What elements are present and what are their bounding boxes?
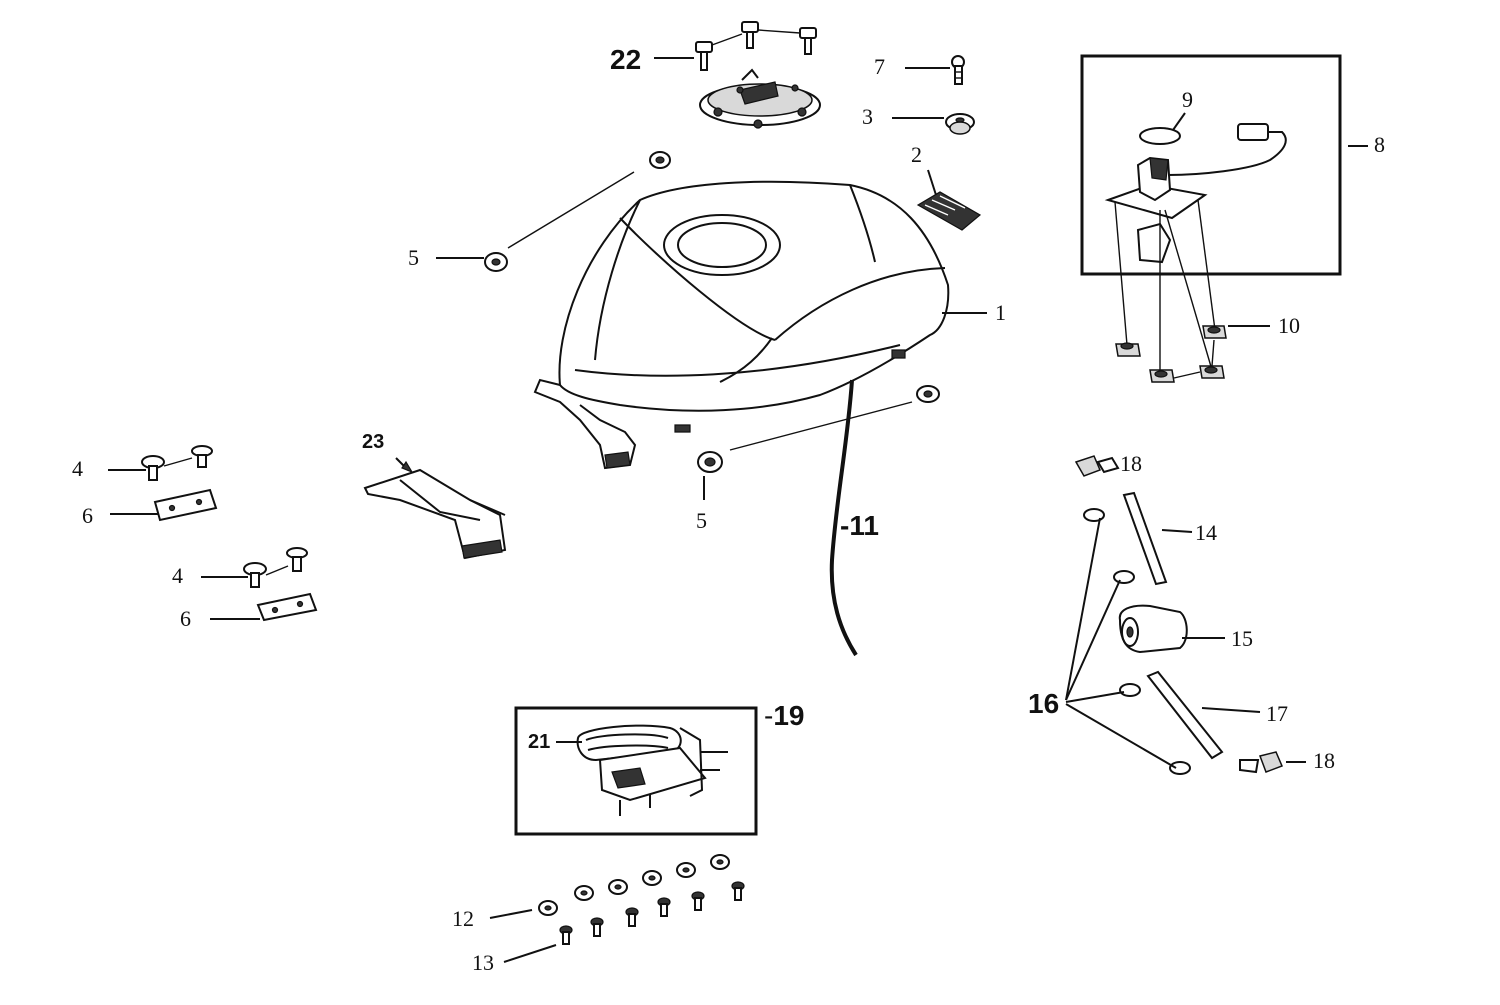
callout-12: 12	[452, 906, 474, 931]
callout-5-upper: 5	[408, 245, 419, 270]
callout-5-lower: 5	[696, 508, 707, 533]
hose-clip-18-top	[1074, 455, 1120, 477]
callout-2: 2	[911, 142, 922, 167]
callout-18-lower: 18	[1313, 748, 1335, 773]
fuel-cap	[699, 68, 821, 129]
fuel-pump-box	[1080, 54, 1342, 276]
washers-12	[538, 854, 730, 916]
callout-16: 16	[1028, 688, 1060, 719]
callout-4-upper: 4	[72, 456, 83, 481]
callout-4-lower: 4	[172, 563, 183, 588]
callout-8: 8	[1374, 132, 1385, 157]
callout-14: 14	[1195, 520, 1217, 545]
fuel-filter-15	[1118, 604, 1188, 654]
cap-bolts	[695, 21, 817, 71]
pump-mount-nuts	[1114, 199, 1227, 383]
canister-19	[576, 724, 728, 816]
fuel-pump	[1104, 123, 1287, 264]
callout-15: 15	[1231, 626, 1253, 651]
bolts-13	[559, 881, 745, 945]
hose-17	[1146, 670, 1224, 760]
hose-clip-18-bottom	[1239, 751, 1283, 774]
callout-6-lower: 6	[180, 606, 191, 631]
callout-7: 7	[874, 54, 885, 79]
bolts-plates-top	[141, 445, 218, 522]
fuel-hose-11	[829, 379, 858, 657]
callout-6-upper: 6	[82, 503, 93, 528]
callout-18-upper: 18	[1120, 451, 1142, 476]
canister-box	[514, 706, 758, 836]
callout-23: 23	[362, 431, 385, 453]
bolt-7	[951, 55, 965, 85]
fuel-tank	[533, 180, 950, 470]
hose-14	[1122, 491, 1168, 586]
callout-9: 9	[1182, 87, 1193, 112]
leader-lines	[108, 57, 1368, 963]
callout-17: 17	[1266, 701, 1288, 726]
callout-22: 22	[610, 44, 642, 75]
callout-19: -19	[764, 700, 805, 731]
dampers-5	[484, 151, 940, 473]
callout-13: 13	[472, 950, 494, 975]
callout-3: 3	[862, 104, 873, 129]
rubber-pad-2	[916, 191, 982, 231]
callout-11: -11	[840, 510, 879, 541]
bracket-23	[363, 457, 507, 560]
grommet-3	[945, 113, 975, 135]
bolts-plates-bottom	[243, 547, 318, 622]
callout-10: 10	[1278, 313, 1300, 338]
callout-21: 21	[528, 731, 551, 753]
callout-1: 1	[995, 300, 1006, 325]
clamps-16	[1065, 508, 1191, 775]
